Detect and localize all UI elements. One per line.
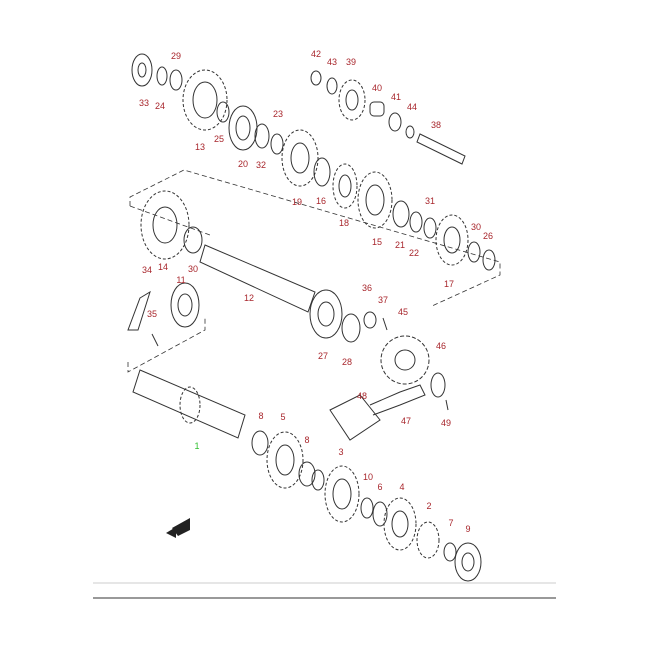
label-32: 32 [256,160,266,170]
label-44: 44 [407,102,417,112]
label-30b: 30 [188,264,198,274]
label-47: 47 [401,416,411,426]
label-20: 20 [238,159,248,169]
group-outline-lower [127,318,206,373]
label-27: 27 [318,351,328,361]
label-23: 23 [273,109,283,119]
part-number-labels: 29 33 24 13 25 20 32 23 42 43 39 40 41 4… [139,49,493,534]
label-17: 17 [444,279,454,289]
label-28: 28 [342,357,352,367]
label-10: 10 [363,472,373,482]
label-31: 31 [425,196,435,206]
label-39: 39 [346,57,356,67]
label-16: 16 [316,196,326,206]
label-22: 22 [409,248,419,258]
label-37: 37 [378,295,388,305]
label-30: 30 [471,222,481,232]
label-46: 46 [436,341,446,351]
label-18: 18 [339,218,349,228]
label-12: 12 [244,293,254,303]
label-8: 8 [258,411,263,421]
label-26: 26 [483,231,493,241]
label-19: 19 [292,197,302,207]
label-35: 35 [147,309,157,319]
label-41: 41 [391,92,401,102]
label-3: 3 [338,447,343,457]
shaft-38-parts [310,70,466,165]
label-36: 36 [362,283,372,293]
label-1-highlighted: 1 [194,441,199,451]
label-6: 6 [377,482,382,492]
label-25: 25 [214,134,224,144]
label-33: 33 [139,98,149,108]
label-43: 43 [327,57,337,67]
label-45: 45 [398,307,408,317]
sprocket-chain-parts [329,311,449,441]
label-40: 40 [372,83,382,93]
label-14: 14 [158,262,168,272]
label-29: 29 [171,51,181,61]
mainshaft-parts [127,190,361,347]
label-34: 34 [142,265,152,275]
label-2: 2 [426,501,431,511]
label-11: 11 [176,275,185,285]
label-42: 42 [311,49,321,59]
label-38: 38 [431,120,441,130]
label-49: 49 [441,418,451,428]
label-4: 4 [399,482,404,492]
driveshaft-parts [132,369,482,582]
label-48: 48 [357,391,367,401]
label-21: 21 [395,240,405,250]
countershaft-parts [131,53,496,271]
group-outline-upper [129,169,501,307]
group-outline-left [129,205,211,236]
label-24: 24 [155,101,165,111]
label-13: 13 [195,142,205,152]
label-7: 7 [448,518,453,528]
label-5: 5 [280,412,285,422]
fwd-arrow-icon [166,518,190,538]
label-9: 9 [465,524,470,534]
label-8b: 8 [304,435,309,445]
label-15: 15 [372,237,382,247]
